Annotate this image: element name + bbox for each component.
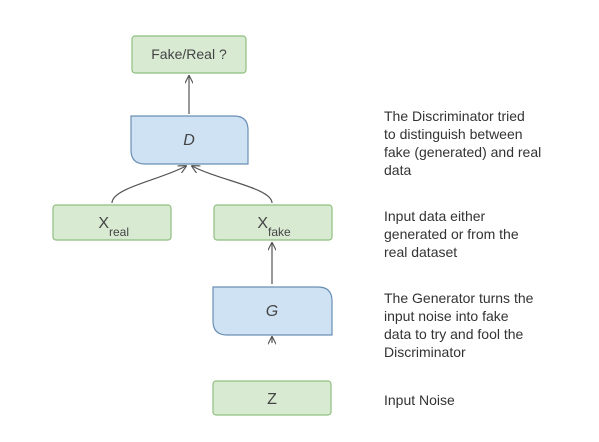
z-node: Z [212,380,332,416]
arrow-xfake-to-d [192,166,273,204]
x-real-node: X real [52,204,172,241]
arrow-xreal-to-d [111,166,186,204]
generator-node: G [212,286,333,336]
fake-real-label: Fake/Real ? [151,46,227,62]
x-fake-sub: fake [268,225,291,239]
generator-label: G [266,303,278,320]
connectors [111,76,273,343]
x-real-sub: real [109,225,129,239]
x-fake-base: X [257,215,268,232]
input-data-description: Input data either generated or from the … [384,208,519,260]
x-real-base: X [98,215,109,232]
x-fake-node: X fake [213,204,333,241]
noise-description: Input Noise [384,392,455,408]
fake-real-node: Fake/Real ? [131,35,247,74]
discriminator-label: D [183,132,195,149]
z-label: Z [267,391,277,408]
generator-description: The Generator turns the input noise into… [384,290,534,360]
discriminator-node: D [130,115,249,165]
discriminator-description: The Discriminator tried to distinguish b… [384,108,542,178]
